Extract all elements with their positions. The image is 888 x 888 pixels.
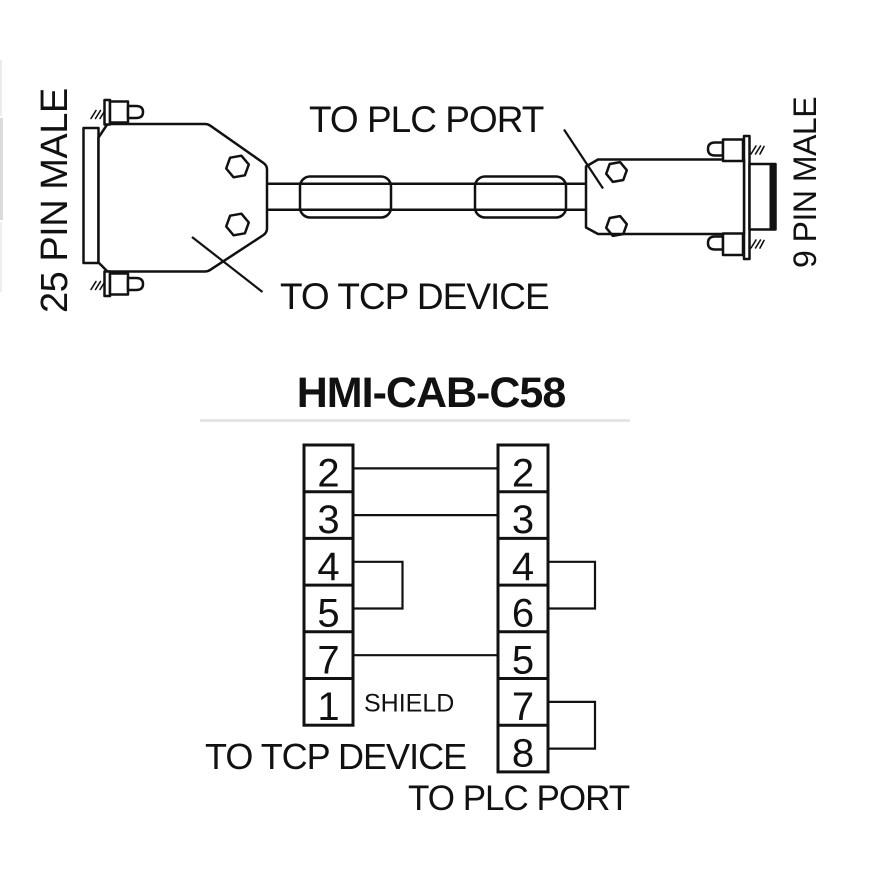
pin-cell-label: 6: [512, 592, 534, 636]
pin-cell-label: 3: [317, 498, 339, 542]
leader-to-tcp-device: [191, 236, 264, 293]
label-to-tcp-device-top: TO TCP DEVICE: [280, 276, 549, 317]
right-pin-column: [496, 443, 550, 774]
thread-hatch: [750, 239, 765, 249]
pin-cell-label: 2: [317, 452, 339, 496]
pin-cell-label: 5: [317, 592, 339, 636]
pin-cell-label: 4: [317, 545, 339, 589]
pin-cell-label: 7: [317, 638, 339, 682]
ferrite-bead: [298, 175, 393, 219]
separator-line: [200, 419, 630, 422]
db25-connector: [82, 98, 269, 298]
thread-hatch: [90, 109, 106, 120]
cable-model-title: HMI-CAB-C58: [297, 369, 566, 417]
pin-cell-label: 2: [512, 452, 534, 496]
pinout-diagram: HMI-CAB-C58 2 3 4 5: [205, 369, 631, 818]
jumper-left-4-5: [353, 560, 404, 610]
hex-screw-icon: [224, 212, 251, 237]
label-shield: SHIELD: [364, 690, 454, 718]
db9-connector: [584, 134, 777, 261]
db25-faceplate: [82, 126, 100, 265]
label-to-plc-port-top: TO PLC PORT: [309, 99, 544, 140]
db25-thumbscrew-top: [90, 98, 145, 126]
db9-thumbscrew-bottom: [706, 232, 765, 257]
pin-grid: [496, 443, 550, 774]
pin-cell-label: 3: [512, 498, 534, 542]
pin-cell-label: 1: [317, 685, 339, 729]
hex-screw-icon: [604, 214, 629, 238]
pin-cell-label: 8: [512, 732, 534, 776]
scan-artifact: [0, 60, 3, 292]
pin-cell-label: 5: [512, 638, 534, 682]
ferrite-bead: [473, 175, 568, 219]
jumper-right-7-8: [548, 700, 597, 750]
hex-screw-icon: [224, 154, 251, 179]
jumper-right-4-6: [548, 560, 597, 610]
db25-hood: [97, 122, 269, 273]
leader-to-plc-port: [563, 128, 604, 190]
db9-face-edge: [769, 164, 776, 229]
thread-hatch: [750, 145, 765, 155]
left-pin-column: [302, 443, 355, 727]
pin-cell-label: 7: [512, 685, 534, 729]
label-to-plc-port-bottom: TO PLC PORT: [408, 779, 630, 818]
db25-thumbscrew-bottom: [90, 270, 145, 298]
cable: [267, 175, 588, 219]
db9-thumbscrew-top: [706, 138, 765, 163]
label-9-pin-male: 9 PIN MALE: [787, 97, 823, 268]
pin-cell-label: 4: [512, 545, 534, 589]
thread-hatch: [90, 280, 106, 291]
connector-illustration: TO PLC PORT TO TCP DEVICE 25 PIN MALE 9 …: [34, 88, 823, 317]
hex-screw-icon: [604, 160, 629, 184]
db9-hood: [584, 158, 746, 236]
label-25-pin-male: 25 PIN MALE: [34, 88, 76, 313]
label-to-tcp-device-bottom: TO TCP DEVICE: [205, 736, 466, 777]
